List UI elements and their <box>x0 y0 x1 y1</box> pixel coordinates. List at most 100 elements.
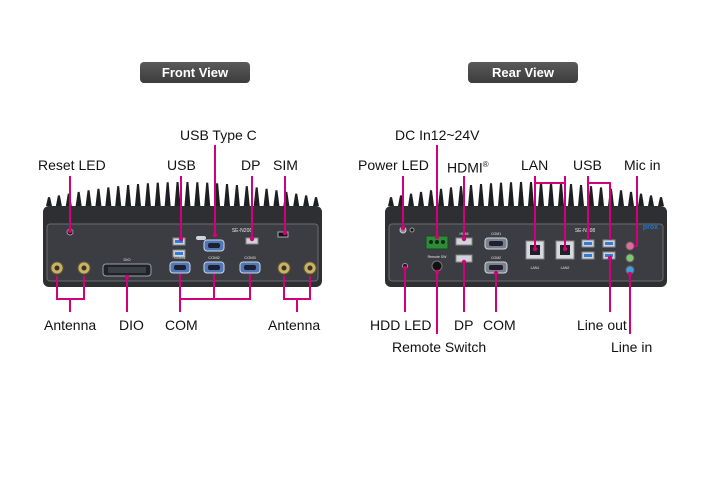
rear-usb-port-1-tongue <box>584 242 592 245</box>
label-line-in: Line in <box>611 339 653 355</box>
heatsink-fin <box>105 187 112 206</box>
front-antenna-1-core <box>54 265 60 271</box>
heatsink-fin <box>273 190 280 206</box>
rear-brand: prox <box>643 224 658 231</box>
heatsink-fin <box>154 182 161 206</box>
heatsink-fin <box>658 197 664 206</box>
front-com3-text: COM3 <box>244 255 256 260</box>
leader-dot-lan-2 <box>562 246 568 252</box>
label-antenna-left: Antenna <box>44 317 97 333</box>
label-hdmi-text: HDMI <box>447 159 483 176</box>
heatsink-fin <box>558 183 564 206</box>
label-usb-type-c: USB Type C <box>180 127 257 143</box>
heatsink-fin <box>618 190 624 206</box>
heatsink-fin <box>418 191 424 206</box>
front-com-port-3-socket <box>208 265 220 270</box>
lan1-text: LAN1 <box>531 266 540 270</box>
label-front-dp: DP <box>241 157 261 173</box>
heatsink-fin <box>85 190 92 206</box>
leader-dot-usb-type-c <box>212 232 218 238</box>
heatsink-fin <box>224 183 230 206</box>
label-mic-in: Mic in <box>624 157 661 173</box>
dc-in-screw <box>429 240 433 244</box>
remote-switch-port <box>431 260 443 272</box>
heatsink-fin <box>588 186 594 206</box>
label-lan: LAN <box>521 157 549 173</box>
label-hdmi-mark: ® <box>482 160 489 169</box>
label-dc-in: DC In12~24V <box>395 127 480 143</box>
label-front-com: COM <box>165 317 198 333</box>
heatsink-fin <box>233 184 240 206</box>
front-heatsink-fins <box>46 182 319 206</box>
leader-dot-hdmi <box>461 236 467 242</box>
heatsink-fin <box>478 183 484 206</box>
heatsink-fin <box>253 187 260 206</box>
leader-dot-sim <box>282 230 288 236</box>
rear-panel-model: SE-N108 <box>575 228 596 234</box>
label-rear-com: COM <box>483 317 516 333</box>
leader-dot-remote-switch <box>434 269 440 275</box>
mic-in-jack <box>625 241 635 251</box>
label-rear-usb: USB <box>573 157 602 173</box>
heatsink-fin <box>204 182 211 206</box>
leader-dot-hdd-led <box>402 265 408 271</box>
front-usb-port-1-tongue <box>175 240 183 243</box>
leader-dot-rear-com <box>493 270 499 276</box>
rear-usb-port-3-tongue <box>605 242 613 245</box>
sim-slot <box>277 231 289 238</box>
front-panel-model: SE-N208 <box>232 228 253 234</box>
front-antenna-4-core <box>307 265 313 271</box>
dc-in-screw <box>441 240 445 244</box>
front-view-title: Front View <box>140 62 250 83</box>
heatsink-fin <box>498 182 504 206</box>
rear-com2-text: COM2 <box>491 256 501 260</box>
heatsink-fin <box>46 197 52 206</box>
heatsink-fin <box>75 191 82 206</box>
label-hdd-led: HDD LED <box>370 317 432 333</box>
remote-sw-text: Remote SW <box>428 255 448 259</box>
heatsink-fin <box>508 182 514 206</box>
leader-dot-power-led <box>400 225 406 231</box>
dc-in-screw <box>435 240 439 244</box>
rear-chassis <box>385 182 667 287</box>
rear-com-port-2-socket <box>489 265 503 270</box>
heatsink-fin <box>164 182 171 206</box>
heatsink-fin <box>568 183 574 206</box>
heatsink-fin <box>468 184 474 206</box>
rear-com1-text: COM1 <box>491 232 501 236</box>
heatsink-fin <box>648 195 654 206</box>
heatsink-fin <box>408 193 414 206</box>
heatsink-fin <box>293 193 300 206</box>
leader-dot-dio <box>124 274 130 280</box>
leader-dot-line-in <box>627 271 633 277</box>
heatsink-fin <box>548 182 554 206</box>
label-rear-dp: DP <box>454 317 474 333</box>
dio-port-text: DIO <box>123 257 130 262</box>
heatsink-fin <box>528 182 534 206</box>
heatsink-fin <box>243 186 250 206</box>
label-dio: DIO <box>119 317 144 333</box>
leader-dot-reset-led <box>67 228 73 234</box>
rear-view-title: Rear View <box>468 62 578 83</box>
lan2-text: LAN2 <box>561 266 570 270</box>
leader-lan-top <box>534 176 566 184</box>
front-com2-text: COM2 <box>208 255 220 260</box>
heatsink-fin <box>448 187 454 206</box>
heatsink-fin <box>135 183 141 206</box>
heatsink-fin <box>263 188 270 206</box>
label-front-usb: USB <box>167 157 196 173</box>
heatsink-fin <box>578 184 584 206</box>
heatsink-fin <box>388 197 394 206</box>
heatsink-fin <box>518 182 524 206</box>
front-antenna-3-core <box>281 265 287 271</box>
leader-mic-in <box>634 176 638 247</box>
label-power-led: Power LED <box>358 157 429 173</box>
heatsink-fin <box>184 182 191 206</box>
line-out-jack <box>625 253 635 263</box>
dio-pins <box>108 267 146 273</box>
power-button <box>409 227 415 233</box>
front-com-port-4-socket <box>244 265 256 270</box>
front-com-port-1-socket <box>208 243 220 248</box>
